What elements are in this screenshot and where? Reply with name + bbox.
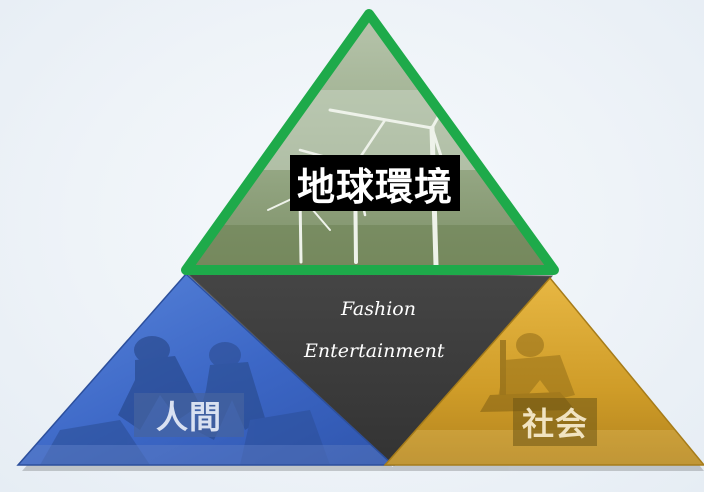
top-triangle — [181, 9, 559, 275]
center-label-fashion: Fashion — [341, 298, 416, 320]
center-label-entertainment: Entertainment — [304, 340, 445, 362]
right-triangle — [383, 276, 704, 466]
label-society: 社会 — [513, 398, 597, 446]
label-human: 人間 — [134, 393, 244, 437]
label-global-environment: 地球環境 — [290, 155, 460, 211]
workers-silhouette-icon — [385, 333, 704, 465]
